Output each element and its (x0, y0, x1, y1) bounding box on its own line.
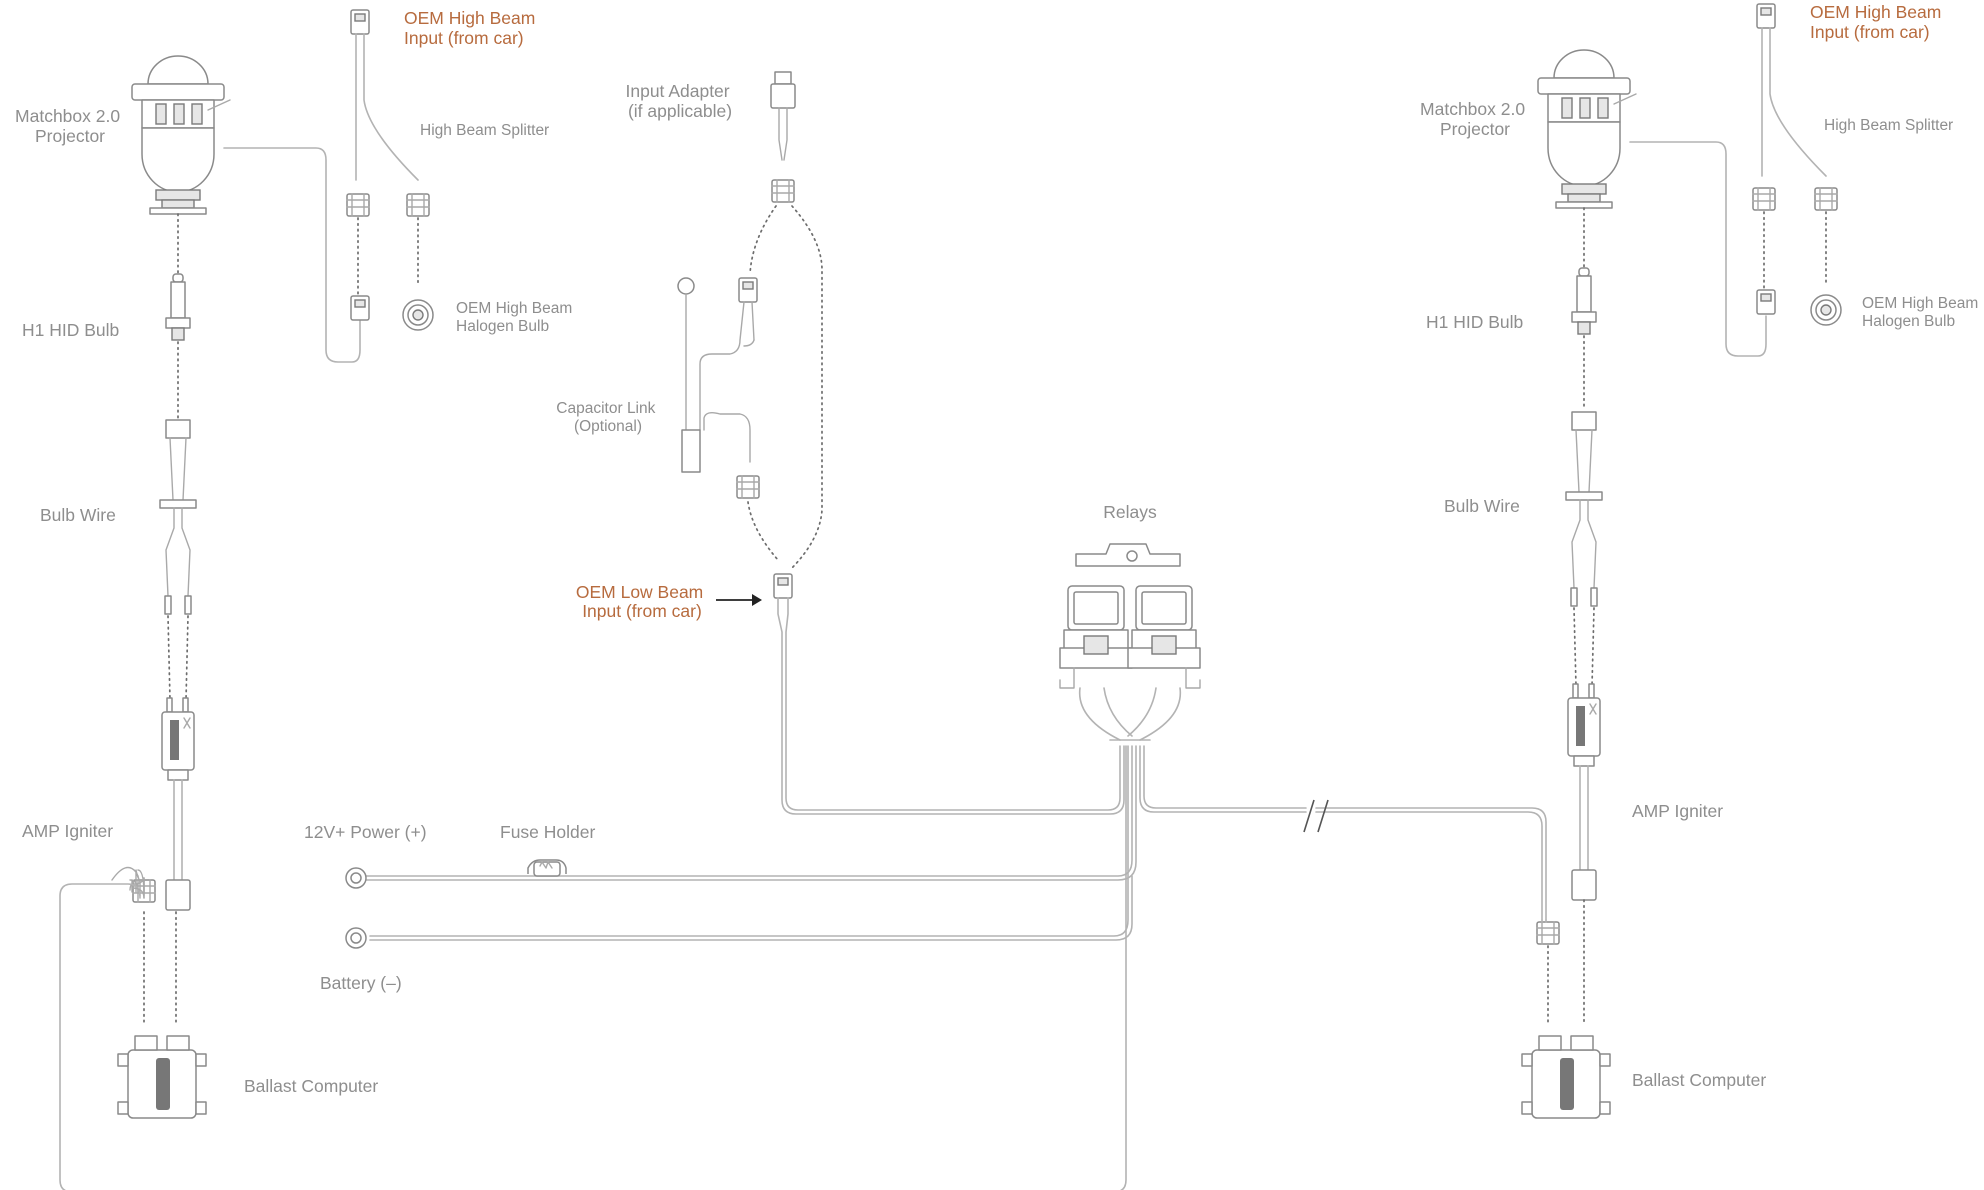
projector-label-right: Matchbox 2.0 Projector (1420, 99, 1530, 139)
projector-wire (223, 147, 361, 363)
power-label: 12V+ Power (+) (304, 822, 427, 842)
capacitor-icon (681, 429, 701, 473)
projector-label: Matchbox 2.0 Projector (15, 106, 125, 146)
halogen-bulb-icon (402, 299, 434, 331)
oem-low-beam-input-label: OEM Low Beam Input (from car) (576, 582, 708, 621)
ring-terminal-icon (677, 277, 695, 295)
hid-bulb-label: H1 HID Bulb (22, 320, 119, 340)
high-beam-splitter-label-right: High Beam Splitter (1824, 117, 1953, 134)
ring-terminal-icon (345, 867, 367, 889)
connector-icon (1536, 921, 1560, 945)
connector-icon (1814, 187, 1838, 211)
halogen-bulb-icon (1810, 294, 1842, 326)
amp-igniter-label-right: AMP Igniter (1632, 801, 1723, 821)
halogen-bulb-label-right: OEM High Beam Halogen Bulb (1862, 295, 1983, 330)
bulb-wire-label-right: Bulb Wire (1444, 496, 1520, 516)
ring-terminal-icon (345, 927, 367, 949)
hid-bulb-icon (165, 273, 191, 341)
connector-icon (736, 475, 760, 499)
connector-icon (738, 277, 758, 303)
high-beam-splitter-label: High Beam Splitter (420, 122, 549, 139)
battery-label: Battery (–) (320, 973, 402, 993)
igniter-icon (161, 697, 195, 781)
connector-icon (1752, 187, 1776, 211)
left-harness (111, 9, 434, 1119)
oem-high-beam-input-label-right: OEM High Beam Input (from car) (1810, 2, 1946, 42)
connector-icon (1756, 289, 1776, 315)
oem-high-beam-input-label: OEM High Beam Input (from car) (404, 8, 540, 48)
ballast-computer-label: Ballast Computer (244, 1076, 378, 1096)
bulb-wire-label: Bulb Wire (40, 505, 116, 525)
connector-icon (1756, 3, 1776, 29)
capacitor-link-label: Capacitor Link (Optional) (556, 400, 659, 435)
hid-bulb-label-right: H1 HID Bulb (1426, 312, 1523, 332)
right-harness (1521, 3, 1842, 1119)
loop-wire (59, 745, 1127, 1190)
relay-icon (1059, 543, 1201, 741)
hid-bulb-icon (1571, 267, 1597, 335)
bulb-wire-icon (159, 419, 197, 615)
ballast-computer-label-right: Ballast Computer (1632, 1070, 1766, 1090)
projector-icon (131, 55, 231, 215)
splitter-wire (355, 33, 419, 181)
bulb-wire-icon (1565, 411, 1603, 607)
connector-icon (770, 83, 796, 109)
input-adapter-label: Input Adapter (if applicable) (626, 81, 735, 121)
ballast-icon (1521, 1035, 1611, 1119)
connector-icon (771, 179, 795, 203)
connector-icon (346, 193, 370, 217)
relays-label: Relays (1103, 502, 1157, 522)
connector-icon (350, 9, 370, 35)
amp-igniter-label: AMP Igniter (22, 821, 113, 841)
projector-icon (1537, 49, 1637, 209)
connector-icon (406, 193, 430, 217)
halogen-bulb-label: OEM High Beam Halogen Bulb (456, 300, 577, 335)
center-harness (345, 71, 1547, 949)
ballast-icon (117, 1035, 207, 1119)
fuse-holder-label: Fuse Holder (500, 822, 595, 842)
igniter-icon (1567, 683, 1601, 767)
connector-icon (773, 573, 793, 599)
connector-icon (350, 295, 370, 321)
